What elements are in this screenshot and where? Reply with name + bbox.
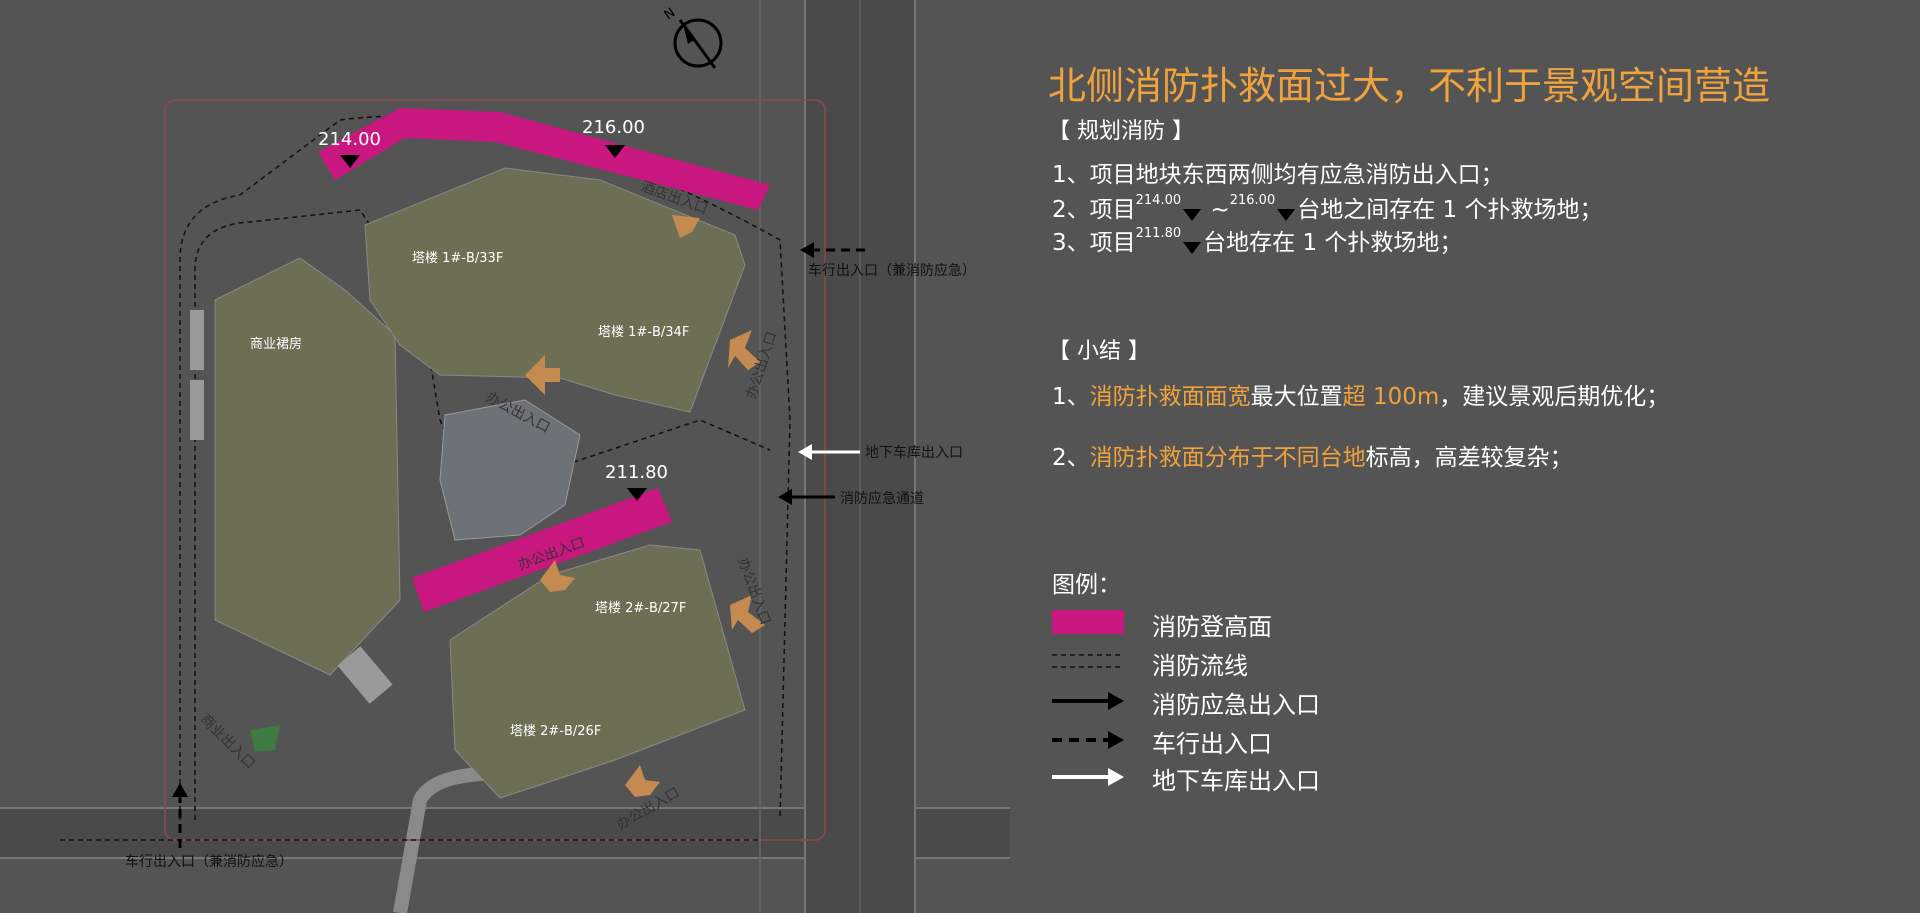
commercial-entry-label: 商业出入口 [197,712,258,773]
elevation-markers: 214.00 216.00 211.80 [318,117,668,501]
elev-211-marker [627,488,647,501]
elev-sup-214: 214.00 [1135,193,1182,208]
commercial-podium [214,257,401,676]
legend-title: 图例： [1052,572,1121,598]
water-feature [439,399,581,541]
text-panel: 北侧消防扑救面过大，不利于景观空间营造 【 规划消防 】 1、项目地块东西两侧均… [1000,0,1920,913]
parking-stripes [190,310,393,704]
fire-face-middle [412,488,672,612]
planning-item-1: 1、项目地块东西两侧均有应急消防出入口； [1052,162,1504,188]
vehicle-entry-east-label: 车行出入口（兼消防应急） [808,262,976,279]
north-compass-icon: N [662,5,723,69]
svg-text:N: N [662,5,679,23]
page-title: 北侧消防扑救面过大，不利于景观空间营造 [1048,64,1771,108]
vehicle-entry-south-label: 车行出入口（兼消防应急） [125,853,293,870]
fire-face-north [318,108,770,210]
fire-lane-label: 消防应急通道 [840,490,924,507]
elev-214-label: 214.00 [318,129,381,150]
summary-item-1: 1、消防扑救面面宽最大位置超 100m，建议景观后期优化； [1052,384,1670,410]
entrance-arrows [250,215,765,797]
buildings [214,167,746,799]
road-network [0,0,1010,913]
site-plan: 214.00 216.00 211.80 塔楼 1#-B/33F 塔楼 1#-B… [0,0,1010,913]
elev-216-marker [605,145,625,158]
elev-marker-icon [1183,209,1202,221]
elev-sup-211: 211.80 [1135,226,1182,241]
summary-item-2: 2、消防扑救面分布于不同台地标高，高差较复杂； [1052,445,1573,471]
tower-1b34-label: 塔楼 1#-B/34F [598,325,689,340]
elev-214-marker [340,155,360,168]
plan-arrows [172,242,865,848]
planning-heading: 【 规划消防 】 [1048,119,1194,144]
fire-climbing-faces [318,108,770,612]
summary-heading: 【 小结 】 [1048,339,1150,364]
hotel-arrow [672,215,700,238]
commercial-green-arrow [250,725,280,752]
elev-211-label: 211.80 [605,462,668,483]
tower-1b33-label: 塔楼 1#-B/33F [412,251,503,266]
elev-sup-216: 216.00 [1229,193,1276,208]
elev-marker-icon [1183,242,1202,254]
black-arrow-icon [1052,692,1124,710]
tower-1b [364,167,746,413]
black-dashed-arrow-icon [1052,731,1124,749]
commercial-podium-label: 商业裙房 [250,336,302,352]
magenta-bar-icon [1052,610,1124,634]
white-arrow-icon [1052,768,1124,786]
elev-marker-icon [1277,209,1296,221]
dashed-line-icon [1052,654,1124,668]
tower-2b26-label: 塔楼 2#-B/26F [510,724,601,739]
tower-2b [449,544,746,799]
elev-216-label: 216.00 [582,117,645,138]
tower-2b27-label: 塔楼 2#-B/27F [595,601,686,616]
garage-entry-label: 地下车库出入口 [865,444,963,461]
